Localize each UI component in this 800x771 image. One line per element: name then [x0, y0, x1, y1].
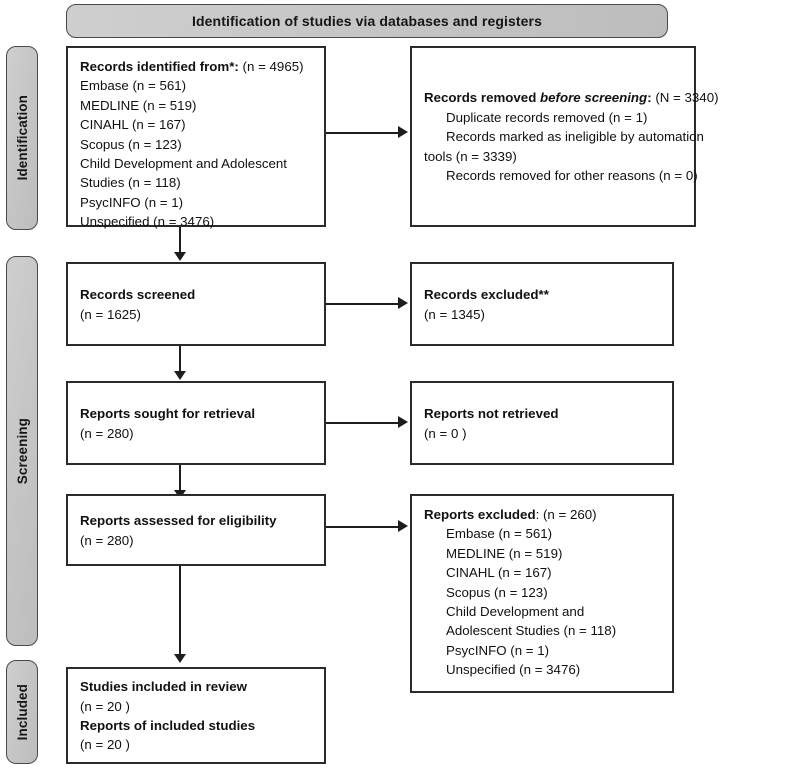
arrowhead-screened-to-sought	[174, 371, 186, 380]
records-removed-item: tools (n = 3339)	[424, 148, 517, 164]
box-records-screened: Records screened (n = 1625)	[66, 262, 326, 346]
arrowhead-assessed-to-excluded	[398, 520, 408, 532]
reports-excluded-item: Scopus (n = 123)	[446, 584, 548, 600]
box-reports-not-retrieved: Reports not retrieved (n = 0 )	[410, 381, 674, 465]
records-screened-count: (n = 1625)	[80, 306, 141, 322]
connector-screened-to-excluded	[326, 303, 400, 305]
phase-label-screening-text: Screening	[14, 417, 30, 485]
reports-excluded-item: Child Development and	[446, 604, 585, 620]
records-removed-item: Duplicate records removed (n = 1)	[446, 109, 648, 125]
arrowhead-identified-to-removed	[398, 126, 408, 138]
records-identified-item: Unspecified (n = 3476)	[80, 214, 215, 230]
studies-included-count: (n = 20 )	[80, 698, 130, 714]
connector-sought-to-not-retrieved	[326, 422, 400, 424]
records-identified-item: PsycINFO (n = 1)	[80, 194, 184, 210]
phase-label-identification-text: Identification	[14, 95, 30, 181]
arrowhead-identified-to-screened	[174, 252, 186, 261]
phase-label-screening: Screening	[6, 256, 38, 646]
records-removed-item: Records removed for other reasons (n = 0…	[446, 168, 698, 184]
connector-assessed-to-included	[179, 566, 181, 658]
connector-identified-to-removed	[326, 132, 400, 134]
phase-label-included: Included	[6, 660, 38, 764]
reports-assessed-heading: Reports assessed for eligibility	[80, 513, 277, 529]
box-records-identified: Records identified from*: (n = 4965) Emb…	[66, 46, 326, 229]
records-identified-item: Scopus (n = 123)	[80, 136, 182, 152]
reports-sought-count: (n = 280)	[80, 425, 134, 441]
records-identified-item: MEDLINE (n = 519)	[80, 97, 197, 113]
reports-excluded-item: Embase (n = 561)	[446, 526, 553, 542]
records-identified-heading: Records identified from*: (n = 4965)	[80, 59, 304, 74]
records-excluded-heading: Records excluded**	[424, 287, 549, 303]
reports-not-retrieved-count: (n = 0 )	[424, 425, 467, 441]
records-identified-item: Embase (n = 561)	[80, 78, 187, 94]
reports-excluded-item: MEDLINE (n = 519)	[446, 545, 563, 561]
arrowhead-assessed-to-included	[174, 654, 186, 663]
reports-assessed-count: (n = 280)	[80, 532, 134, 548]
reports-excluded-item: PsycINFO (n = 1)	[446, 642, 550, 658]
records-identified-item: CINAHL (n = 167)	[80, 117, 186, 133]
records-identified-item: Studies (n = 118)	[80, 175, 181, 191]
connector-identified-to-screened	[179, 227, 181, 257]
connector-screened-to-sought	[179, 346, 181, 376]
box-reports-excluded-detail: Reports excluded: (n = 260) Embase (n = …	[410, 494, 674, 693]
diagram-header-bar: Identification of studies via databases …	[66, 4, 668, 38]
records-removed-item: Records marked as ineligible by automati…	[446, 129, 704, 145]
box-reports-sought: Reports sought for retrieval (n = 280)	[66, 381, 326, 465]
connector-assessed-to-excluded	[326, 526, 400, 528]
arrowhead-sought-to-not-retrieved	[398, 416, 408, 428]
connector-sought-to-assessed	[179, 465, 181, 495]
diagram-header-title: Identification of studies via databases …	[192, 13, 542, 29]
box-studies-included: Studies included in review (n = 20 ) Rep…	[66, 667, 326, 764]
phase-label-included-text: Included	[14, 683, 30, 741]
box-reports-assessed: Reports assessed for eligibility (n = 28…	[66, 494, 326, 566]
reports-excluded-item: Adolescent Studies (n = 118)	[446, 623, 617, 639]
reports-included-count: (n = 20 )	[80, 737, 130, 753]
studies-included-heading: Studies included in review	[80, 679, 247, 695]
reports-sought-heading: Reports sought for retrieval	[80, 406, 256, 422]
records-removed-heading: Records removed before screening: (N = 3…	[424, 90, 719, 106]
phase-label-identification: Identification	[6, 46, 38, 230]
reports-excluded-item: CINAHL (n = 167)	[446, 565, 552, 581]
reports-excluded-item: Unspecified (n = 3476)	[446, 662, 581, 678]
reports-excluded-heading: Reports excluded: (n = 260)	[424, 507, 597, 522]
records-identified-item: Child Development and Adolescent	[80, 156, 287, 172]
records-excluded-count: (n = 1345)	[424, 306, 485, 322]
box-records-excluded: Records excluded** (n = 1345)	[410, 262, 674, 346]
reports-not-retrieved-heading: Reports not retrieved	[424, 406, 559, 422]
arrowhead-screened-to-excluded	[398, 297, 408, 309]
records-screened-heading: Records screened	[80, 287, 196, 303]
reports-included-heading: Reports of included studies	[80, 718, 256, 733]
box-records-removed: Records removed before screening: (N = 3…	[410, 46, 719, 227]
